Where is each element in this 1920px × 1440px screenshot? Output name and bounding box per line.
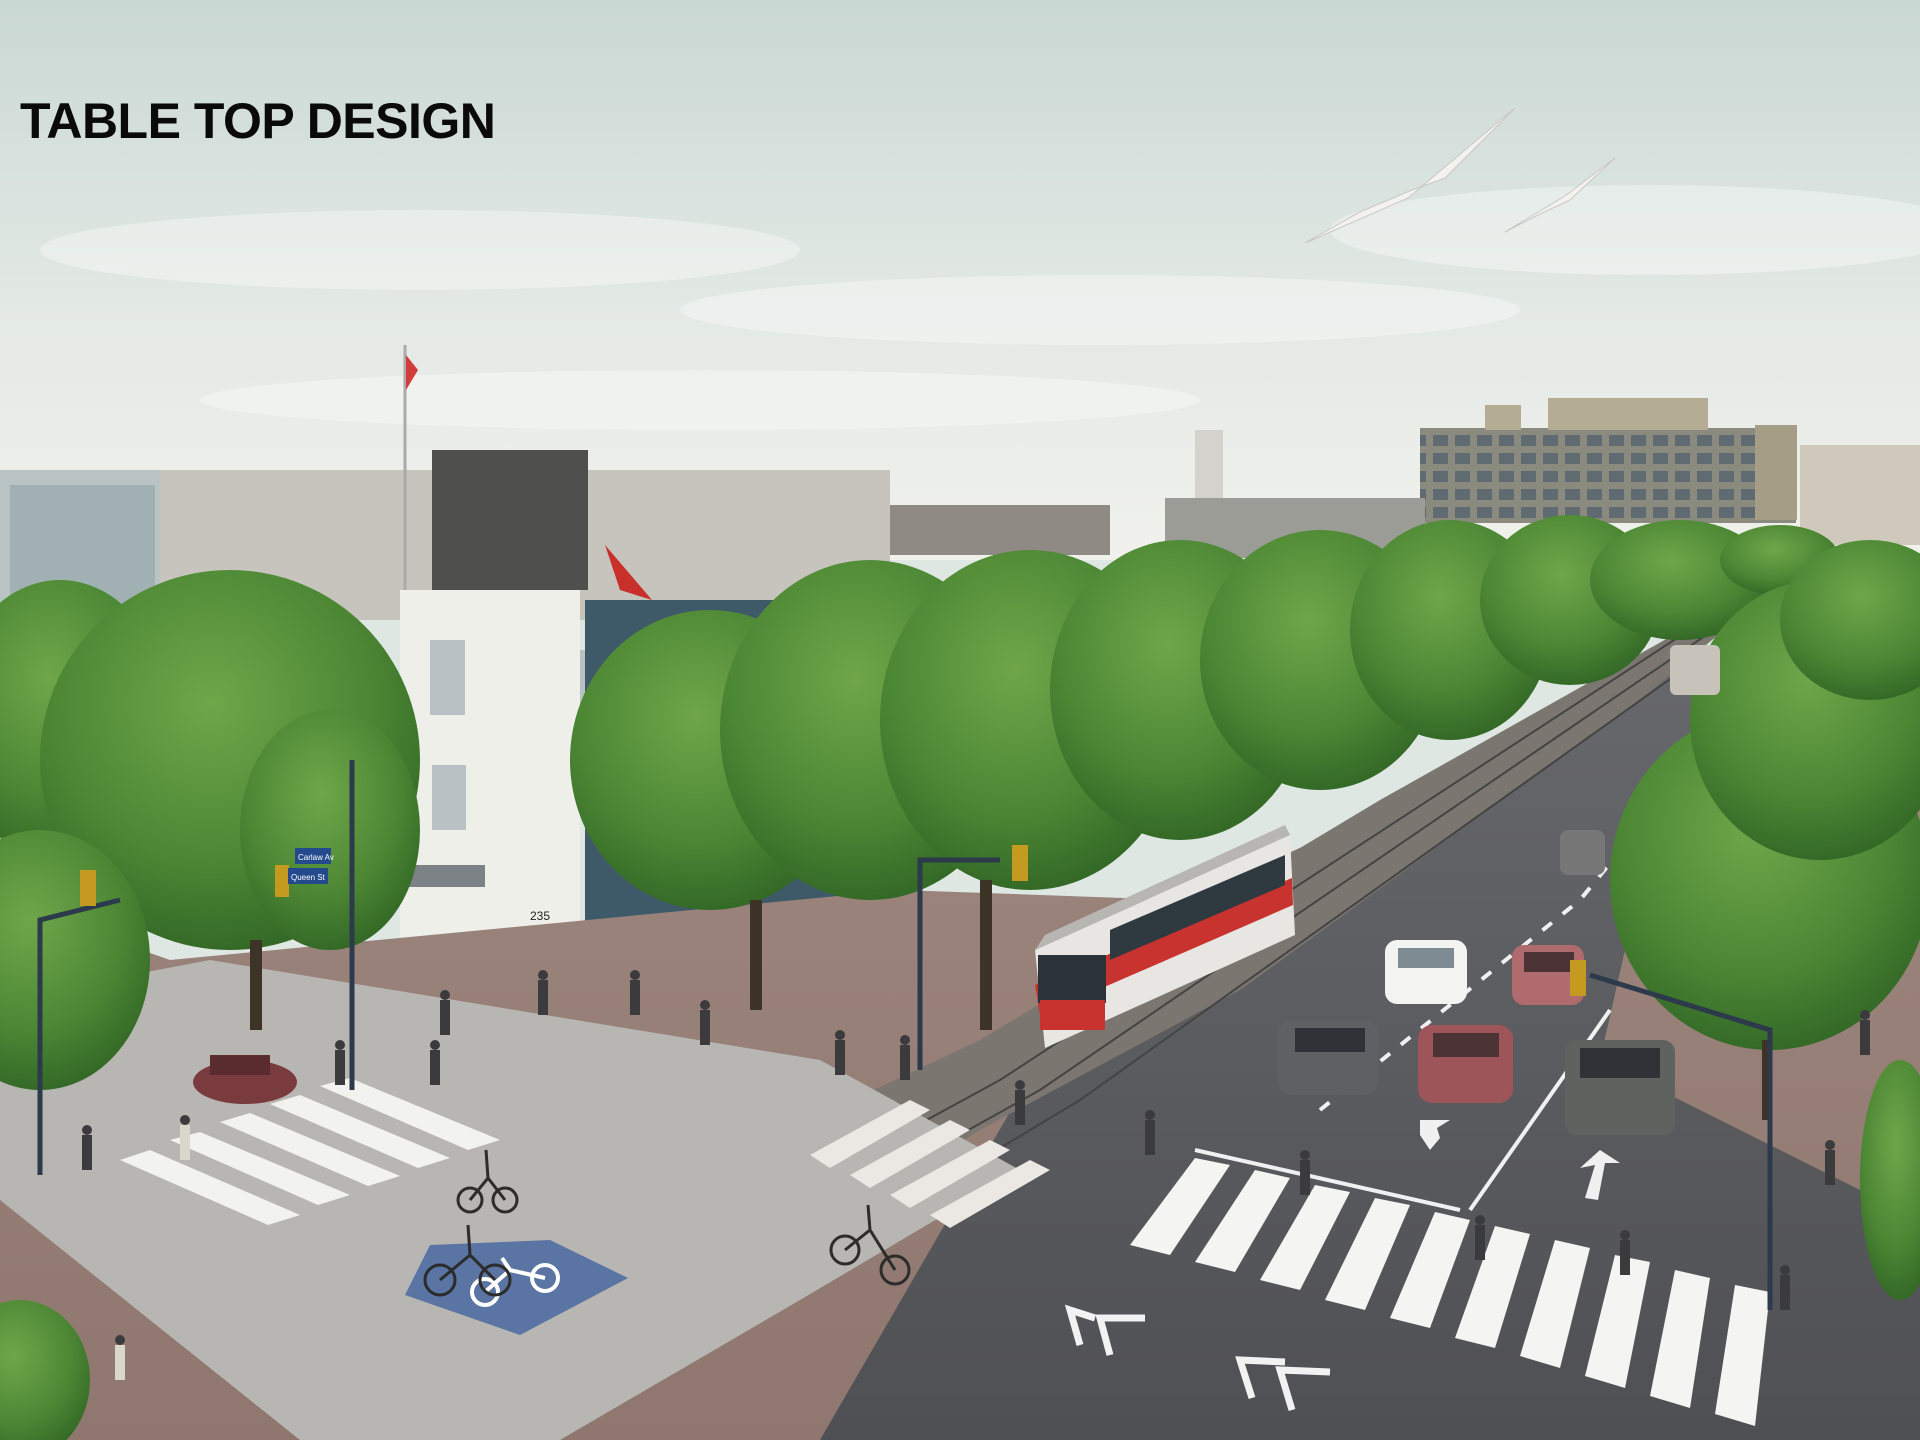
street-sign-top: Carlaw Av (298, 853, 334, 862)
streetcar (1035, 825, 1295, 1048)
car-red-left (193, 1055, 297, 1104)
bicycle-symbol-icon (470, 1256, 560, 1307)
pedestrians (82, 970, 1870, 1380)
building-number: 235 (530, 909, 550, 923)
cyclists (423, 1149, 911, 1297)
turn-arrow-icon (1420, 1120, 1620, 1200)
zebra-crosswalk-center (810, 1100, 1050, 1228)
bird-icon (1304, 107, 1616, 244)
zebra-crosswalk-left (120, 1078, 500, 1225)
chevron-marking-icon (1064, 1304, 1331, 1412)
slide-title: TABLE TOP DESIGN (20, 93, 496, 149)
car-white (1385, 940, 1467, 1004)
trees-avenue-row (570, 515, 1840, 1030)
car-distant (1560, 645, 1720, 875)
car-grey (1278, 1020, 1378, 1095)
clouds (40, 185, 1920, 430)
street-lights (37, 760, 1773, 1310)
car-maroon (1418, 1025, 1513, 1103)
zebra-crosswalk-right (1130, 1158, 1770, 1426)
cars (193, 645, 1720, 1135)
traffic-signals (80, 845, 1586, 996)
trees-right-row (1610, 540, 1920, 1300)
street-sign-bottom: Queen St (291, 873, 326, 882)
flag-icon (403, 345, 652, 600)
car-pink (1512, 945, 1584, 1005)
car-suv (1565, 1040, 1675, 1135)
trees-left-corner (0, 570, 420, 1440)
street-sign: Carlaw Av Queen St (288, 848, 334, 884)
